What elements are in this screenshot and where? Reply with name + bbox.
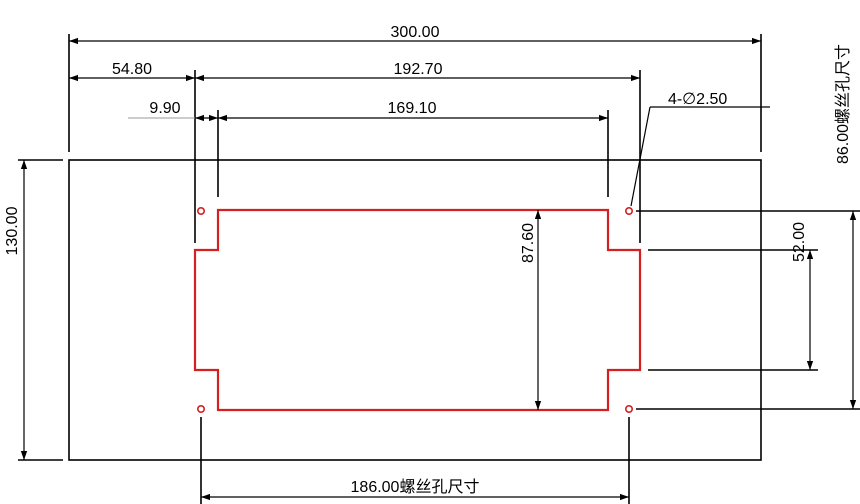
mounting-hole-top-left [197, 207, 206, 216]
label-left-offset: 54.80 [112, 61, 152, 78]
label-hole-callout: 4-∅2.50 [668, 91, 727, 108]
mounting-hole-top-right [624, 207, 633, 216]
label-cutout-width: 169.10 [388, 100, 437, 117]
cutout-outline [193, 208, 642, 412]
mounting-hole-bottom-right [624, 404, 633, 413]
mounting-hole-bottom-left [197, 404, 206, 413]
label-hole-spacing-top: 192.70 [394, 61, 443, 78]
label-right-vertical: 86.00螺丝孔尺寸 [834, 44, 852, 164]
label-bottom-hole-spacing: 186.00螺丝孔尺寸 [351, 478, 480, 496]
hole-callout-leader [630, 106, 651, 207]
label-overall-height: 130.00 [4, 206, 21, 255]
label-tab-height: 52.00 [791, 222, 808, 262]
label-inner-offset: 9.90 [149, 100, 180, 117]
label-cutout-height: 87.60 [520, 223, 537, 263]
label-overall-width: 300.00 [391, 24, 440, 41]
panel-outline [68, 159, 762, 461]
